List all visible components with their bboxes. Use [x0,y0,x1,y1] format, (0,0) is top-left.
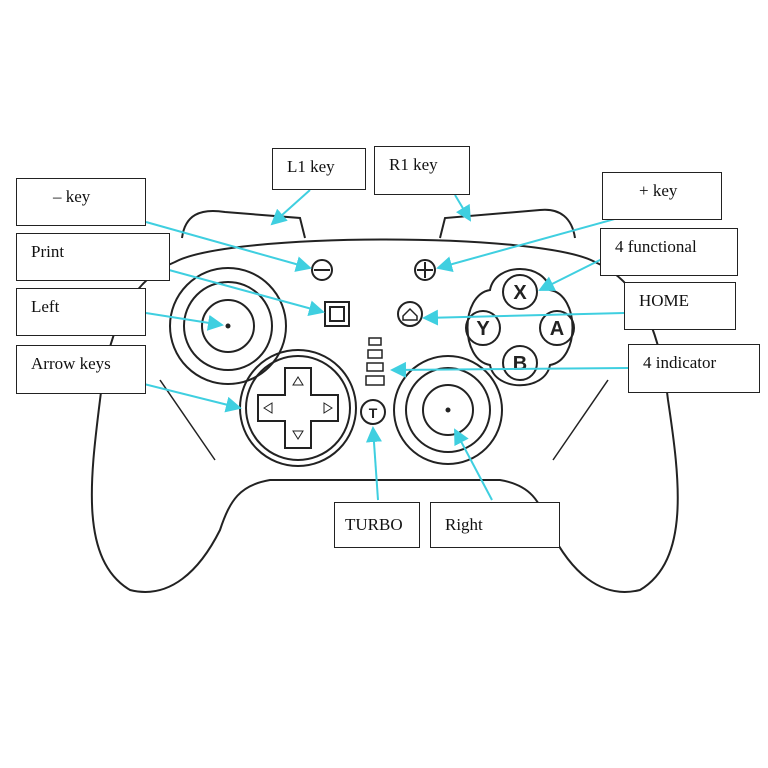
face-buttons-cluster [466,268,574,387]
label-plus-key: + key [602,172,722,220]
left-bumper [181,210,306,239]
label-home: HOME [624,282,736,330]
button-b: B [513,353,527,375]
left-stick [169,267,287,385]
button-a: A [550,318,564,340]
button-x: X [513,282,527,304]
home-button [397,301,423,327]
button-y: Y [476,318,490,340]
right-bumper [439,208,576,239]
label-r1-key: R1 key [374,146,470,195]
label-turbo: TURBO [334,502,420,548]
label-4-functional: 4 functional [600,228,738,276]
label-arrow-keys: Arrow keys [16,345,146,394]
right-stick [393,355,503,465]
turbo-button [360,399,386,425]
label-print: Print [16,233,170,281]
button-t: T [369,405,378,421]
plus-button [414,259,436,281]
minus-button [311,259,333,281]
dpad [239,349,357,467]
label-left: Left [16,288,146,336]
label-l1-key: L1 key [272,148,366,190]
indicator-leds [365,337,385,386]
label-4-indicator: 4 indicator [628,344,760,393]
print-button [324,301,350,327]
label-right: Right [430,502,560,548]
label-minus-key: – key [16,178,146,226]
